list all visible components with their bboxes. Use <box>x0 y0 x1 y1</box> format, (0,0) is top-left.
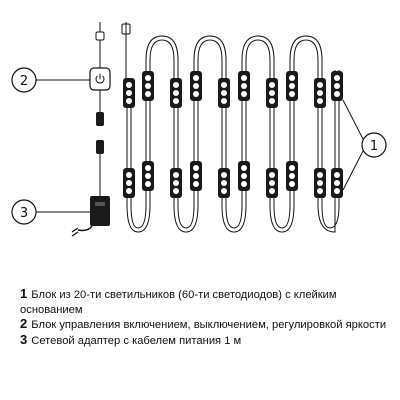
callout-1-number: 1 <box>370 139 378 154</box>
legend-number: 2 <box>20 316 28 331</box>
led-modules-lower <box>123 161 343 198</box>
callout-3-number: 3 <box>20 206 28 221</box>
legend-text: Блок управления включением, выключением,… <box>31 319 387 331</box>
power-adapter <box>71 140 110 237</box>
legend-text: Блок из 20-ти светильников (60-ти светод… <box>20 289 337 316</box>
led-modules-upper <box>123 71 343 108</box>
power-icon <box>95 73 105 84</box>
led-garland-diagram: 2 3 1 <box>11 22 387 237</box>
top-connectors <box>95 22 131 60</box>
callout-1: 1 <box>342 99 387 191</box>
callout-3: 3 <box>11 199 90 225</box>
legend-number: 1 <box>20 286 28 301</box>
callout-2-number: 2 <box>20 74 28 89</box>
legend-number: 3 <box>20 331 28 347</box>
led-string-wires <box>125 32 340 233</box>
controller-unit <box>89 60 111 126</box>
legend-text: Сетевой адаптер с кабелем питания 1 м <box>31 334 242 347</box>
callout-2: 2 <box>11 67 90 93</box>
